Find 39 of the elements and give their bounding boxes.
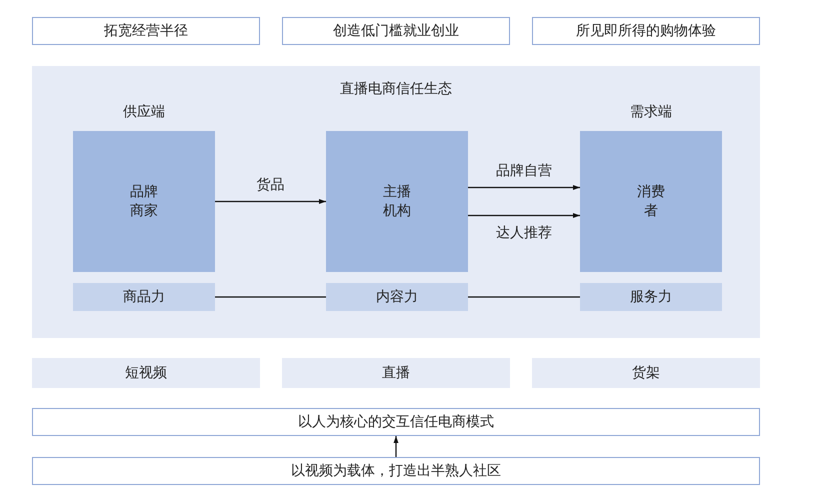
node-label: 拓宽经营半径 (104, 22, 188, 40)
arrow (468, 185, 580, 190)
node-label: 创造低门槛就业创业 (333, 22, 459, 40)
node-label: 品牌商家 (128, 182, 159, 220)
goal-box (282, 17, 510, 45)
node-label: 所见即所得的购物体验 (576, 22, 716, 40)
channel-band (532, 358, 760, 388)
arrow (468, 213, 580, 218)
connector-line (468, 296, 580, 298)
node-label: 以视频为载体，打造出半熟人社区 (291, 462, 501, 480)
capability-box (580, 283, 722, 311)
edge-label: 货品 (254, 176, 286, 194)
role-box (326, 131, 468, 272)
node-label: 短视频 (125, 364, 167, 382)
side-heading: 需求端 (629, 103, 673, 122)
edge-label: 达人推荐 (494, 224, 554, 242)
mode-box (32, 457, 760, 485)
node-label: 消费者 (636, 182, 666, 220)
arrow (394, 436, 398, 457)
node-label: 商品力 (123, 288, 165, 306)
side-heading: 供应端 (122, 103, 166, 122)
capability-box (326, 283, 468, 311)
channel-band (32, 358, 260, 388)
connector-line (215, 296, 326, 298)
node-label: 内容力 (376, 288, 418, 306)
goal-box (32, 17, 260, 45)
node-label: 直播 (382, 364, 410, 382)
ecosystem-panel (32, 66, 760, 338)
node-label: 主播机构 (382, 182, 412, 220)
arrow (215, 199, 326, 204)
node-label: 以人为核心的交互信任电商模式 (298, 412, 494, 432)
mode-box (32, 408, 760, 436)
node-label: 货架 (632, 364, 660, 382)
node-label: 服务力 (630, 288, 672, 306)
panel-title: 直播电商信任生态 (340, 80, 452, 99)
channel-band (282, 358, 510, 388)
edge-label: 品牌自营 (494, 162, 554, 180)
capability-box (73, 283, 215, 311)
goal-box (532, 17, 760, 45)
